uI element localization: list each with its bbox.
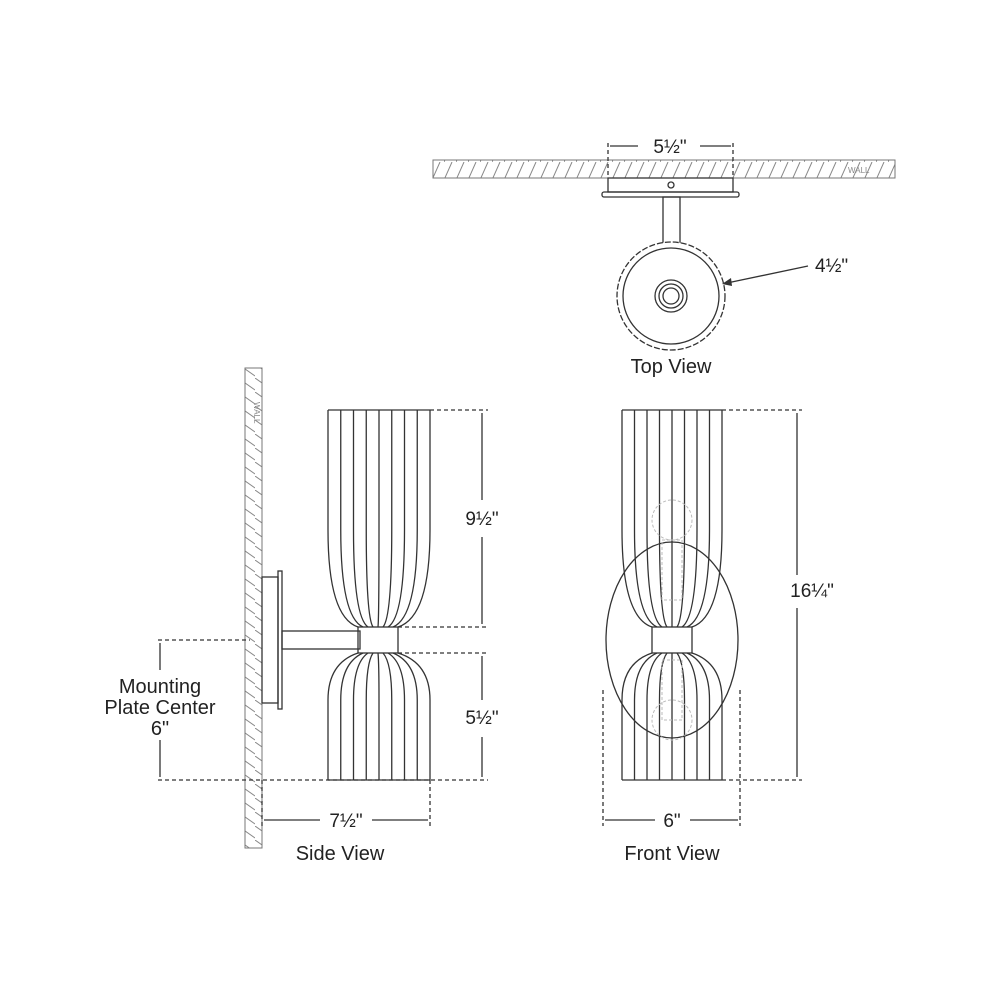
side-shades [327,409,431,781]
top-socket-inner [662,287,680,305]
front-shades [621,409,723,781]
side-extension: 7½" [329,811,362,832]
top-view-title: Top View [631,356,712,378]
side-view: WALL 9½" 5½" Mounting Plate Center 6" 7½… [104,367,499,865]
mounting-label-line1: Mounting [119,676,201,698]
shade-rib [382,410,393,628]
side-lower-height: 5½" [465,708,498,729]
front-width: 6" [663,811,680,832]
shade-rib [340,652,364,780]
shade-rib [658,410,668,628]
shade-rib [676,652,686,780]
shade-rib [397,410,431,628]
shade-rib [387,410,406,628]
shade-collar [651,626,693,654]
top-arm [662,196,681,246]
shade-rib [392,652,418,780]
shade-rib [387,652,406,780]
bulb-lower [651,699,693,741]
front-view: 16¼" 6" Front View [602,409,834,865]
top-plate-width: 5½" [653,137,686,158]
shade-rib [377,652,380,780]
shade-rib [686,410,711,628]
shade-rib [392,410,418,628]
shade-rib [646,652,663,780]
mounting-value: 6" [151,718,169,740]
diameter-leader [726,265,809,284]
screw-icon [667,181,675,189]
shade-rib [352,410,369,628]
shade-rib [681,410,698,628]
shade-rib [327,410,359,628]
side-wall [244,367,263,849]
shade-collar [357,626,399,654]
shade-rib [691,410,723,628]
top-wall-label: WALL [848,166,870,175]
shade-rib [397,652,431,780]
top-view: WALL 5½" 4½" Top View [432,137,896,378]
shade-rib [686,652,711,780]
shade-rib [365,652,374,780]
side-wall-label: WALL [252,402,261,424]
shade-rib [340,410,364,628]
shade-rib [327,652,359,780]
top-socket-mid [658,283,684,309]
top-diameter: 4½" [815,256,848,277]
top-shade-inner [622,247,720,345]
shade-rib [633,652,658,780]
shade-rib [658,652,668,780]
shade-rib [676,410,686,628]
shade-rib [633,410,658,628]
mounting-label-line2: Plate Center [104,697,216,719]
top-plate-flange [601,191,740,198]
front-view-title: Front View [624,843,720,865]
top-shade-outline [616,241,726,351]
side-mounting-plate [261,576,279,704]
side-upper-height: 9½" [465,509,498,530]
side-view-title: Side View [296,843,385,865]
shade-rib [646,410,663,628]
shade-rib [681,652,698,780]
shade-rib [377,410,380,628]
shade-rib [382,652,393,780]
shade-rib [352,652,369,780]
shade-rib [365,410,374,628]
front-overall-height: 16¼" [790,581,834,602]
top-socket-outer [654,279,688,313]
shade-rib [621,652,653,780]
top-mounting-plate [607,177,734,193]
shade-rib [621,410,653,628]
side-arm [281,630,361,650]
shade-rib [691,652,723,780]
